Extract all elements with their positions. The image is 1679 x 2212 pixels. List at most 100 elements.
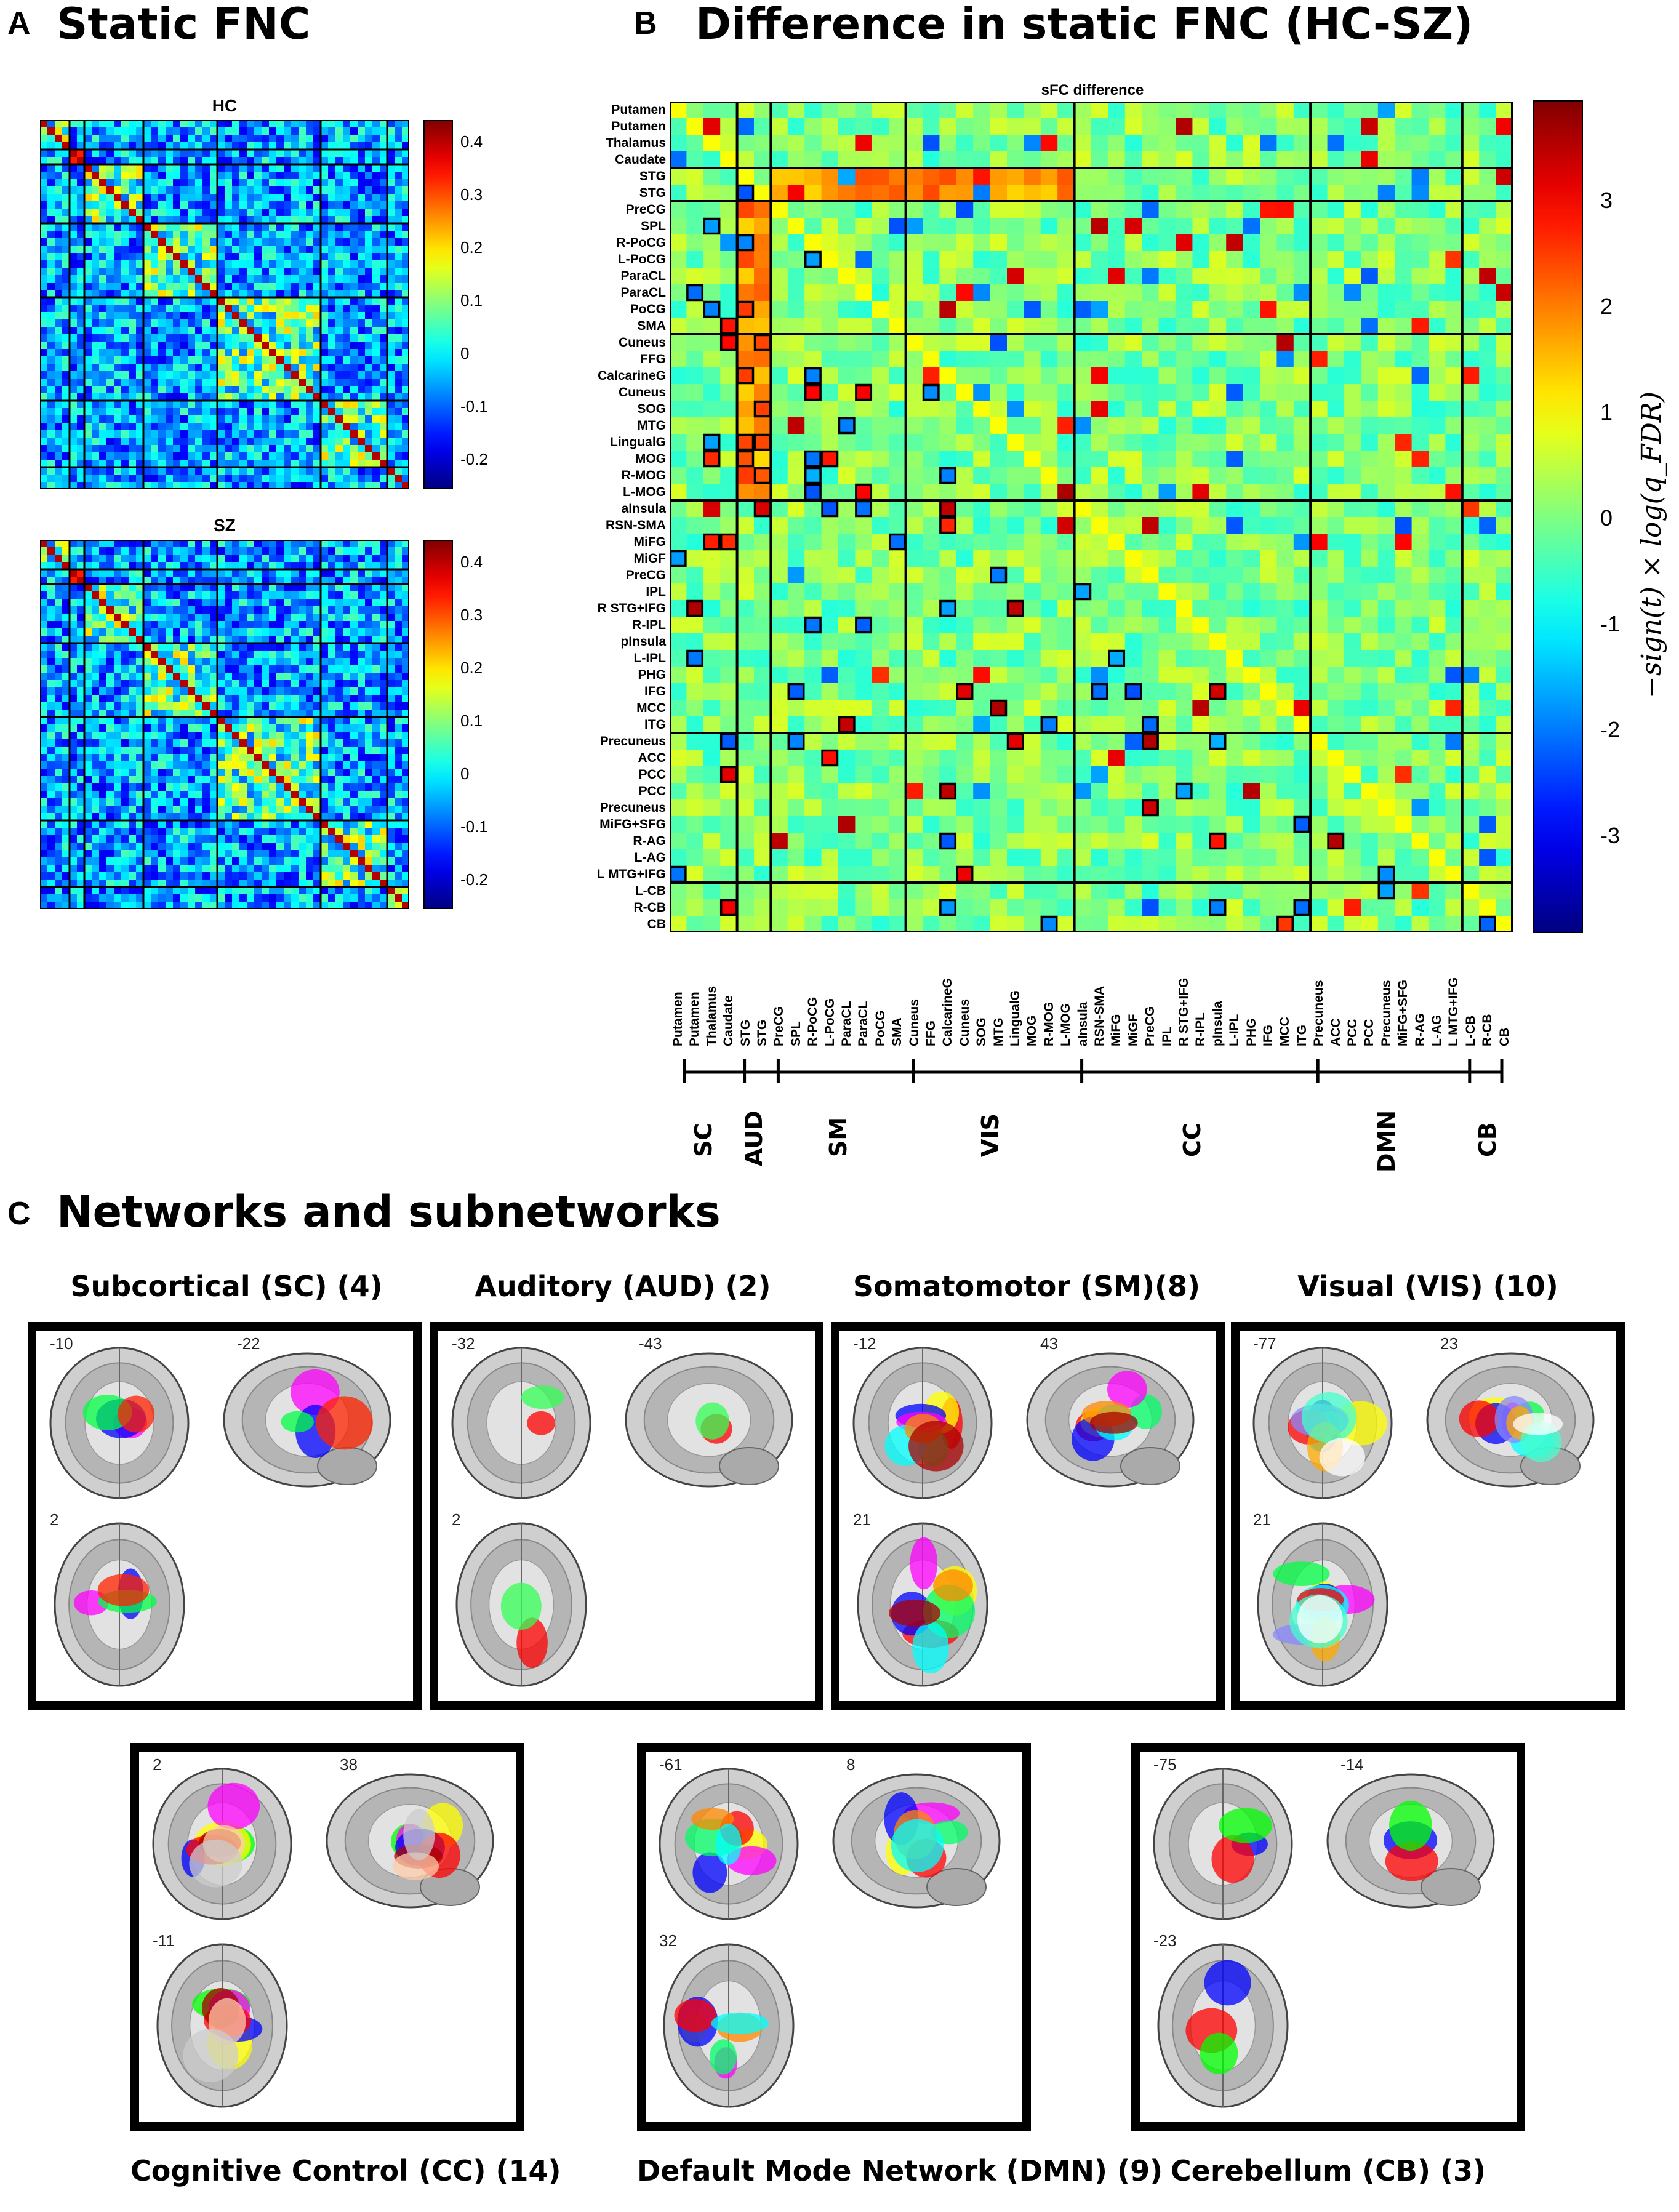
column-label: IFG <box>1261 1025 1275 1046</box>
column-label: PHG <box>1244 1018 1259 1046</box>
cc-sagittal-slice-number: 38 <box>340 1755 358 1774</box>
aud-network-title: Auditory (AUD) (2) <box>475 1270 771 1303</box>
column-label: R STG+IFG <box>1177 977 1191 1046</box>
network-label: DMN <box>1372 1110 1400 1172</box>
panel-a-title: Static FNC <box>57 0 311 49</box>
colorbar-tick: 2 <box>1600 294 1613 319</box>
diff-colorbar-label: −sign(t) × log(q_FDR) <box>1636 391 1667 699</box>
colorbar-tick: 0.2 <box>460 659 483 677</box>
row-label: SPL <box>641 219 666 233</box>
panel-c-title: Networks and subnetworks <box>57 1187 721 1237</box>
aud-brain-panel: -32 -43 2 <box>430 1322 823 1710</box>
aud-sagittal-slice-number: -43 <box>639 1334 662 1353</box>
vis-brain-slices <box>1252 1347 1595 1687</box>
colorbar-tick: 0.2 <box>460 238 483 257</box>
column-label: L-AG <box>1430 1014 1444 1046</box>
cb-axial-slice-number: -23 <box>1153 1931 1177 1950</box>
row-label: ITG <box>644 718 666 732</box>
colorbar-tick: -1 <box>1600 611 1621 636</box>
column-label: aInsula <box>1075 1001 1090 1046</box>
colorbar-tick: 1 <box>1600 399 1613 425</box>
network-brackets <box>683 1059 1504 1083</box>
cb-coronal-slice-number: -75 <box>1153 1755 1177 1774</box>
sc-brain-panel: -10 -22 2 <box>28 1322 422 1710</box>
row-label: SMA <box>637 319 666 333</box>
column-label: SMA <box>890 1017 905 1046</box>
row-label: L MTG+IFG <box>596 867 666 881</box>
column-label: STG <box>738 1019 753 1046</box>
column-label: Caudate <box>721 995 736 1046</box>
column-label: MiFG <box>1109 1014 1124 1047</box>
cc-network-caption: Cognitive Control (CC) (14) <box>130 2154 561 2187</box>
cc-axial-slice-number: -11 <box>153 1931 175 1950</box>
colorbar-tick: 0.4 <box>460 132 483 151</box>
column-label: L-CB <box>1463 1015 1478 1046</box>
row-label: L-AG <box>634 851 666 865</box>
row-label: PCC <box>638 767 666 782</box>
network-label: SM <box>825 1116 852 1157</box>
row-label: STG <box>639 169 666 183</box>
column-label: PCC <box>1345 1019 1360 1046</box>
sc-network-title: Subcortical (SC) (4) <box>70 1270 383 1303</box>
row-label: Putamen <box>611 103 666 117</box>
cc-coronal-slice-number: 2 <box>153 1755 162 1774</box>
row-label: ParaCL <box>620 286 666 300</box>
colorbar-tick: 0 <box>460 344 470 363</box>
colorbar-tick: -0.1 <box>460 817 488 836</box>
sc-sagittal-slice-number: -22 <box>237 1334 260 1353</box>
network-label: SC <box>689 1123 717 1157</box>
row-label: LingualG <box>610 435 666 449</box>
column-label: STG <box>755 1019 769 1046</box>
row-label: ParaCL <box>620 269 666 283</box>
panel-c-letter: C <box>7 1196 31 1232</box>
diff-colorbar <box>1533 100 1583 933</box>
dmn-brain-slices <box>659 1768 1001 2108</box>
row-label: L-MOG <box>623 485 666 499</box>
row-label: R-PoCG <box>616 236 667 250</box>
column-label: Thalamus <box>704 985 719 1046</box>
cb-network-caption: Cerebellum (CB) (3) <box>1170 2154 1486 2187</box>
colorbar-tick: -0.2 <box>460 870 488 889</box>
diff-matrix-title: sFC difference <box>1041 82 1144 98</box>
vis-coronal-slice-number: -77 <box>1253 1334 1276 1353</box>
column-label: CB <box>1497 1027 1512 1046</box>
column-label: FFG <box>924 1020 938 1046</box>
row-label: Thalamus <box>605 136 666 150</box>
panel-b-letter: B <box>634 6 657 41</box>
row-label: STG <box>639 186 666 200</box>
column-label: L-MOG <box>1059 1003 1073 1046</box>
hc-matrix-title: HC <box>212 96 238 115</box>
sm-network-title: Somatomotor (SM)(8) <box>852 1270 1201 1303</box>
colorbar-tick: -2 <box>1600 717 1621 742</box>
column-label: Putamen <box>687 992 702 1046</box>
column-label: Putamen <box>671 992 685 1046</box>
panel-b-title: Difference in static FNC (HC-SZ) <box>695 0 1473 49</box>
column-label: IPL <box>1160 1026 1174 1046</box>
row-label: PCC <box>638 784 666 798</box>
colorbar-tick: -0.2 <box>460 450 488 468</box>
column-label: PreCG <box>1143 1006 1158 1046</box>
row-label: pInsula <box>620 635 666 649</box>
cb-brain-panel: -75 -14 -23 <box>1131 1743 1525 2131</box>
colorbar-tick: -3 <box>1600 823 1621 848</box>
vis-axial-slice-number: 21 <box>1253 1510 1271 1529</box>
row-label: PoCG <box>630 302 666 316</box>
row-label: PHG <box>638 668 666 682</box>
sz-matrix-title: SZ <box>214 516 236 535</box>
dmn-brain-panel: -61 8 32 <box>637 1743 1031 2131</box>
row-label: IFG <box>644 684 666 699</box>
aud-coronal-slice-number: -32 <box>452 1334 475 1353</box>
row-label: Precuneus <box>599 801 666 815</box>
network-label: VIS <box>976 1113 1004 1157</box>
column-label: Cuneus <box>957 998 972 1046</box>
dmn-sagittal-slice-number: 8 <box>846 1755 856 1774</box>
column-label: LingualG <box>1008 990 1022 1046</box>
colorbar-tick: 0.3 <box>460 606 483 624</box>
vis-sagittal-slice-number: 23 <box>1440 1334 1458 1353</box>
column-label: Precuneus <box>1312 980 1326 1046</box>
row-label: aInsula <box>621 502 666 516</box>
column-label: MiFG+SFG <box>1396 980 1411 1046</box>
cb-sagittal-slice-number: -14 <box>1340 1755 1364 1774</box>
vis-network-title: Visual (VIS) (10) <box>1297 1270 1558 1303</box>
column-label: MOG <box>1025 1015 1040 1046</box>
